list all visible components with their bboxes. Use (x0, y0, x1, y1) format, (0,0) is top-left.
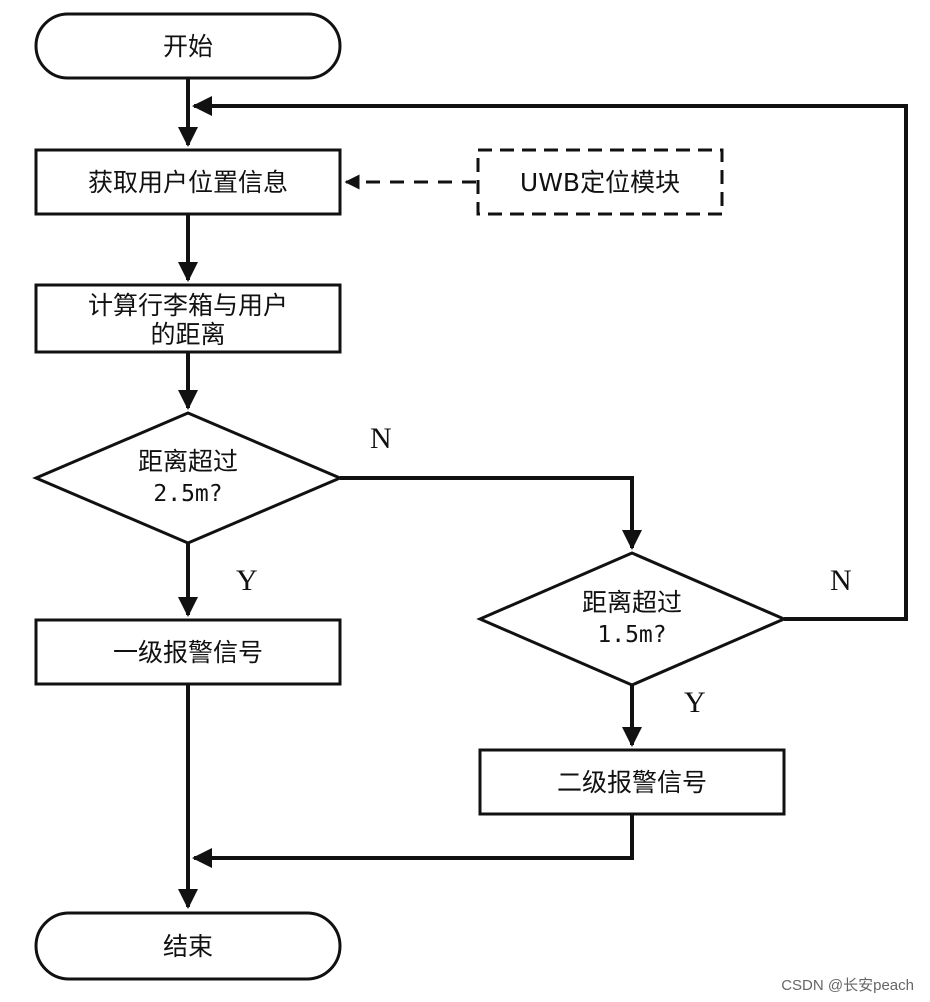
decision2-no-label: N (830, 564, 852, 597)
calc-distance-label-line1: 计算行李箱与用户 (88, 291, 288, 320)
decision2-yes-label: Y (684, 686, 706, 719)
calc-distance-node: 计算行李箱与用户 的距离 (34, 283, 342, 354)
arrow-decision1-no (340, 476, 642, 550)
end-label: 结束 (163, 932, 213, 961)
uwb-module-node: UWB定位模块 (476, 148, 724, 216)
level2-alarm-node: 二级报警信号 (478, 748, 786, 816)
level1-alarm-node: 一级报警信号 (34, 618, 342, 686)
calc-distance-label-line2: 的距离 (150, 320, 225, 349)
decision1-node: 距离超过 2.5m? (32, 411, 344, 545)
get-location-node: 获取用户位置信息 (34, 148, 342, 216)
decision2-node: 距离超过 1.5m? (476, 551, 788, 687)
arrow-decision2-no-loop (192, 96, 908, 621)
uwb-module-label: UWB定位模块 (520, 168, 680, 197)
level1-alarm-label: 一级报警信号 (113, 638, 263, 667)
watermark: CSDN @长安peach (781, 977, 914, 994)
decision2-label-line1: 距离超过 (582, 588, 682, 617)
decision2-label-line2: 1.5m? (597, 622, 666, 648)
decision1-label-line2: 2.5m? (153, 481, 222, 507)
level2-alarm-label: 二级报警信号 (557, 768, 707, 797)
decision1-yes-label: Y (236, 564, 258, 597)
decision1-label-line1: 距离超过 (138, 447, 238, 476)
start-node: 开始 (34, 12, 342, 80)
get-location-label: 获取用户位置信息 (88, 168, 288, 197)
end-node: 结束 (34, 911, 342, 981)
start-label: 开始 (163, 32, 213, 61)
arrow-level2-to-merge (192, 814, 634, 868)
decision1-no-label: N (370, 422, 392, 455)
